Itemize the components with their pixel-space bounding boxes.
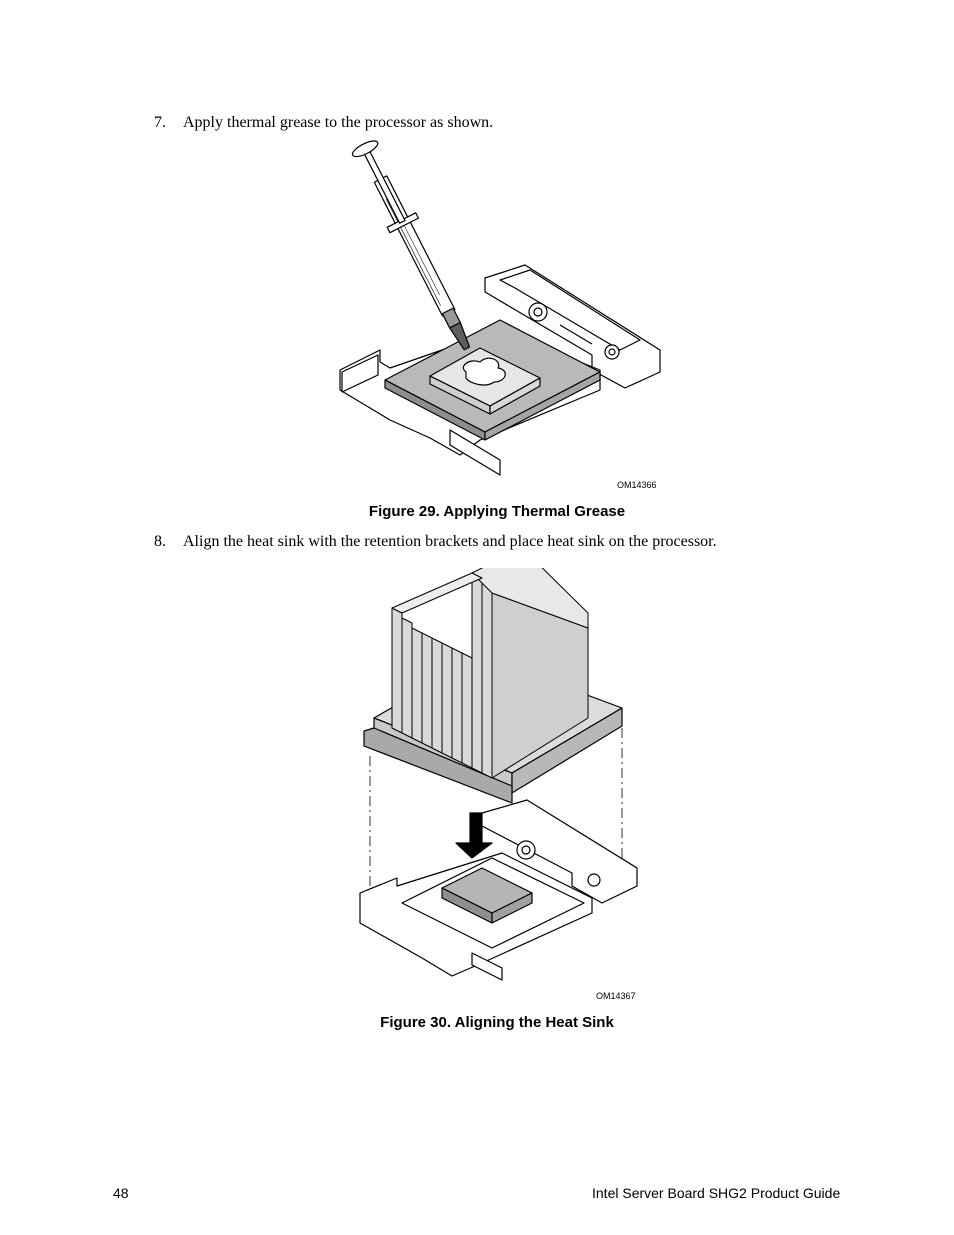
thermal-grease-illustration <box>339 140 661 476</box>
document-title: Intel Server Board SHG2 Product Guide <box>592 1185 841 1201</box>
syringe <box>351 140 471 351</box>
step-text: Align the heat sink with the retention b… <box>183 533 717 550</box>
heat-sink-alignment-illustration <box>359 568 638 981</box>
figure-code: OM14366 <box>617 480 657 490</box>
step-number: 7. <box>154 114 166 131</box>
step-number: 8. <box>154 533 166 550</box>
heat-sink-fins <box>391 568 589 779</box>
retention-bracket <box>481 799 638 904</box>
page-number: 48 <box>113 1185 129 1201</box>
thermal-grease-blob <box>462 357 506 386</box>
rear-retention-bracket <box>484 264 661 389</box>
alignment-guide-lines <box>369 728 623 893</box>
step-8: 8. Align the heat sink with the retention… <box>154 532 717 552</box>
figure-caption: Figure 30. Aligning the Heat Sink <box>380 1014 614 1031</box>
step-text: Apply thermal grease to the processor as… <box>183 114 494 131</box>
step-7: 7. Apply thermal grease to the processor … <box>154 113 493 133</box>
figure-code: OM14367 <box>596 991 636 1001</box>
socket-base <box>359 852 593 981</box>
figure-caption: Figure 29. Applying Thermal Grease <box>368 503 626 520</box>
